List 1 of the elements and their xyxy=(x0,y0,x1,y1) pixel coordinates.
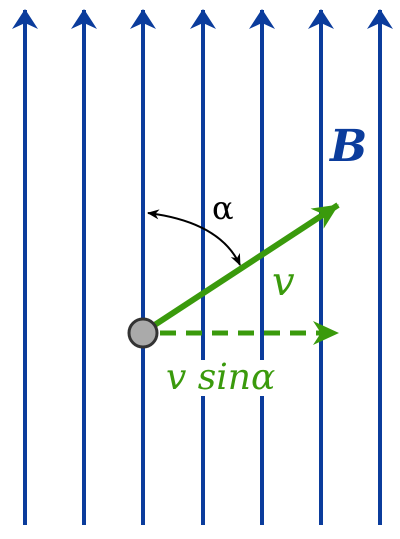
component-label: v sinα xyxy=(166,360,276,396)
